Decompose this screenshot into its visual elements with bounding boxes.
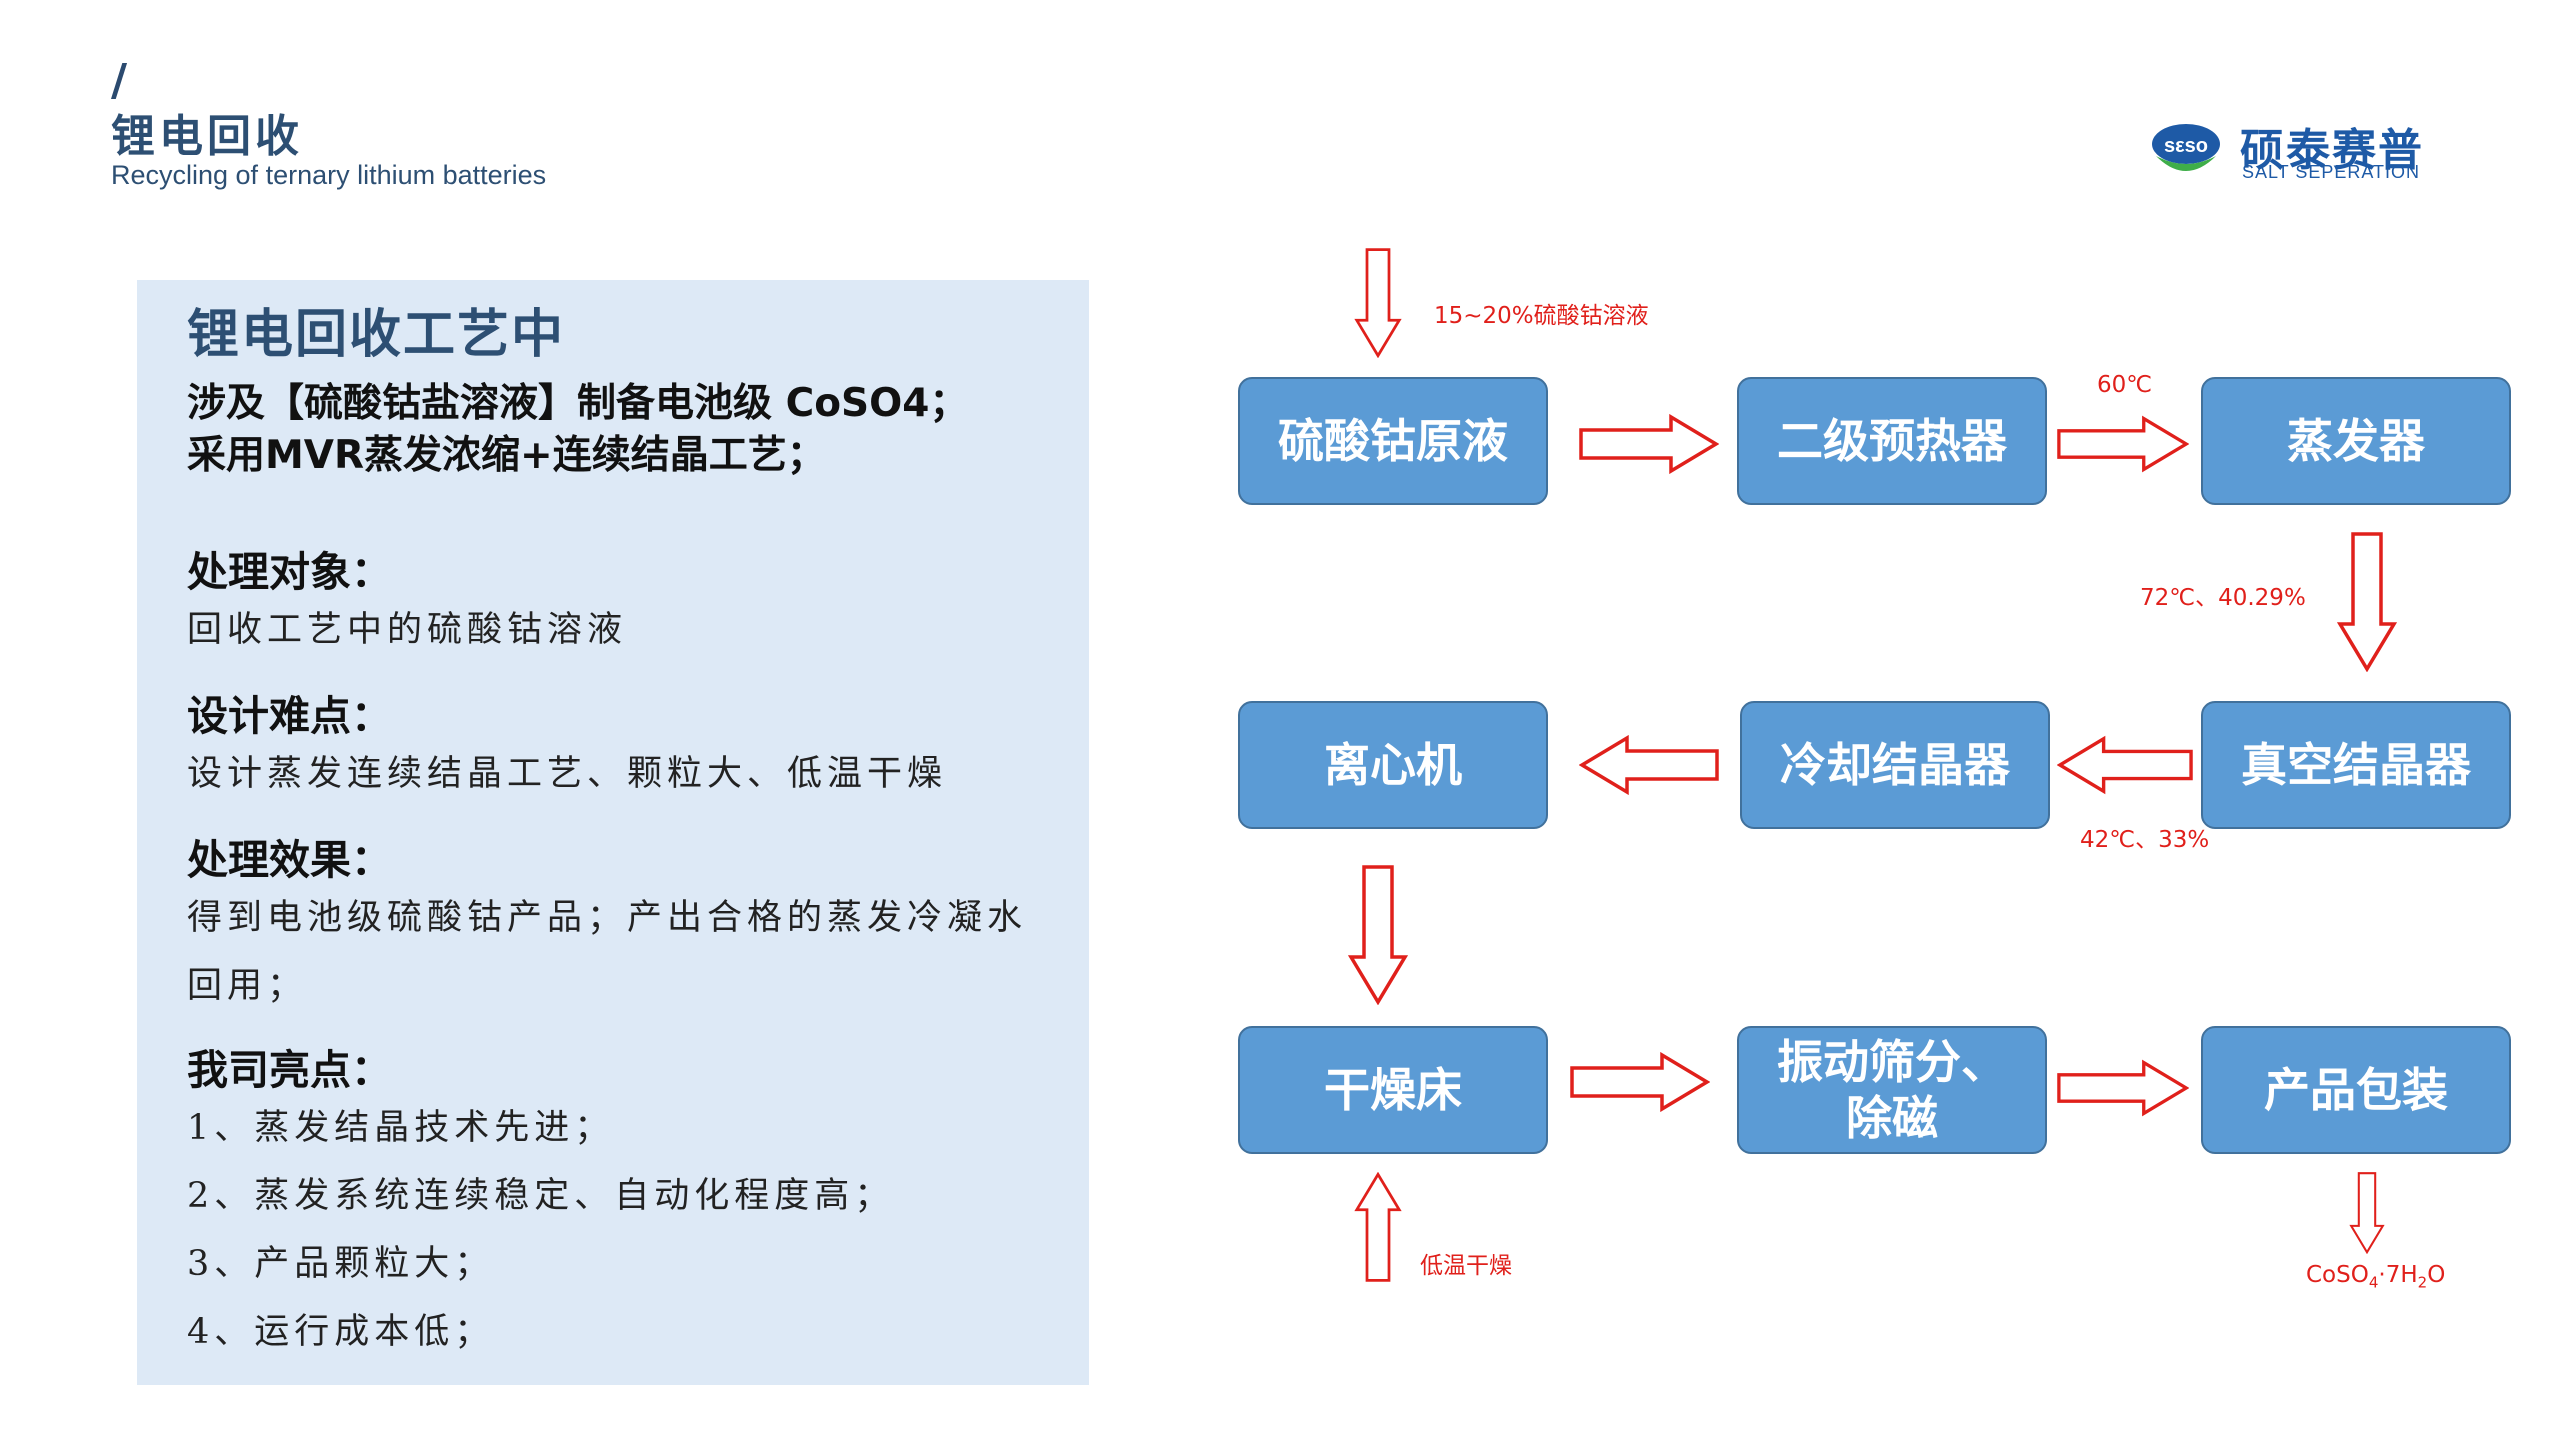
info-panel: 锂电回收工艺中 涉及【硫酸钴盐溶液】制备电池级 CoSO4； 采用MVR蒸发浓缩… xyxy=(137,280,1089,1385)
note-preheat-temp: 60℃ xyxy=(2097,372,2153,398)
screening-line-1: 振动筛分、 xyxy=(1777,1035,2007,1089)
arrow-left-vacuum-to-cooling xyxy=(2058,737,2193,793)
logo-name-en: SALT SEPERATION xyxy=(2242,162,2421,182)
list-item: 2、蒸发系统连续稳定、自动化程度高； xyxy=(187,1176,895,1216)
logo-name-cn: 硕泰赛普 xyxy=(2240,125,2424,176)
intro-line-1: 涉及【硫酸钴盐溶液】制备电池级 CoSO4； xyxy=(187,381,969,426)
section-heading-difficulty: 设计难点： xyxy=(187,692,392,740)
section-heading-object: 处理对象： xyxy=(187,548,392,596)
arrow-right-screening-to-packaging xyxy=(2057,1060,2188,1116)
box-cooling-crystallizer: 冷却结晶器 xyxy=(1740,701,2050,829)
arrow-down-evaporator-to-vacuum xyxy=(2337,532,2397,672)
header-slash: / xyxy=(111,55,128,106)
section-text-highlights: 1、蒸发结晶技术先进； 2、蒸发系统连续稳定、自动化程度高； 3、产品颗粒大； … xyxy=(187,1094,1057,1366)
list-item: 3、产品颗粒大； xyxy=(187,1244,495,1284)
text-line: 回收工艺中的硫酸钴溶液 xyxy=(187,610,628,650)
page-title: 锂电回收 xyxy=(111,111,303,162)
note-low-temp-dry: 低温干燥 xyxy=(1420,1253,1512,1279)
arrow-down-centrifuge-to-dryer xyxy=(1348,865,1408,1005)
box-raw-liquid: 硫酸钴原液 xyxy=(1238,377,1548,505)
screening-line-2: 除磁 xyxy=(1846,1091,1938,1145)
page-subtitle: Recycling of ternary lithium batteries xyxy=(111,160,547,190)
section-heading-effect: 处理效果： xyxy=(187,836,392,884)
arrow-right-preheater-to-evaporator xyxy=(2057,416,2188,472)
box-vacuum-crystallizer: 真空结晶器 xyxy=(2201,701,2511,829)
text-line: 回用； xyxy=(187,966,308,1006)
panel-title: 锂电回收工艺中 xyxy=(187,305,566,365)
arrow-up-low-temp-dry xyxy=(1355,1172,1401,1282)
logo-mark-text: sεso xyxy=(2164,135,2208,157)
box-centrifuge: 离心机 xyxy=(1238,701,1548,829)
panel-intro: 涉及【硫酸钴盐溶液】制备电池级 CoSO4； 采用MVR蒸发浓缩+连续结晶工艺； xyxy=(187,378,1067,482)
arrow-right-dryer-to-screening xyxy=(1570,1052,1710,1112)
section-text-object: 回收工艺中的硫酸钴溶液 xyxy=(187,596,1057,664)
box-drying-bed: 干燥床 xyxy=(1238,1026,1548,1154)
arrow-down-feed xyxy=(1355,248,1401,358)
text-line: 得到电池级硫酸钴产品；产出合格的蒸发冷凝水 xyxy=(187,898,1028,938)
section-text-difficulty: 设计蒸发连续结晶工艺、颗粒大、低温干燥 xyxy=(187,740,1057,808)
section-heading-highlights: 我司亮点： xyxy=(187,1046,392,1094)
note-cool-out: 42℃、33% xyxy=(2080,827,2210,853)
arrow-down-product xyxy=(2349,1172,2385,1254)
note-evap-out: 72℃、40.29% xyxy=(2140,585,2306,611)
company-logo: sεso 硕泰赛普 SALT SEPERATION xyxy=(2150,116,2450,186)
box-preheater: 二级预热器 xyxy=(1737,377,2047,505)
note-feed: 15~20%硫酸钴溶液 xyxy=(1434,303,1649,329)
logo-mark-icon: sεso xyxy=(2152,124,2220,171)
text-line: 设计蒸发连续结晶工艺、颗粒大、低温干燥 xyxy=(187,754,948,794)
box-evaporator: 蒸发器 xyxy=(2201,377,2511,505)
note-product-formula: CoSO4·7H2O xyxy=(2306,1262,2446,1292)
box-packaging: 产品包装 xyxy=(2201,1026,2511,1154)
section-text-effect: 得到电池级硫酸钴产品；产出合格的蒸发冷凝水 回用； xyxy=(187,884,1057,1020)
intro-line-2: 采用MVR蒸发浓缩+连续结晶工艺； xyxy=(187,433,826,478)
list-item: 4、运行成本低； xyxy=(187,1312,495,1352)
arrow-right-raw-to-preheater xyxy=(1579,414,1719,474)
box-screening: 振动筛分、 除磁 xyxy=(1737,1026,2047,1154)
arrow-left-cooling-to-centrifuge xyxy=(1579,735,1719,795)
list-item: 1、蒸发结晶技术先进； xyxy=(187,1108,615,1148)
